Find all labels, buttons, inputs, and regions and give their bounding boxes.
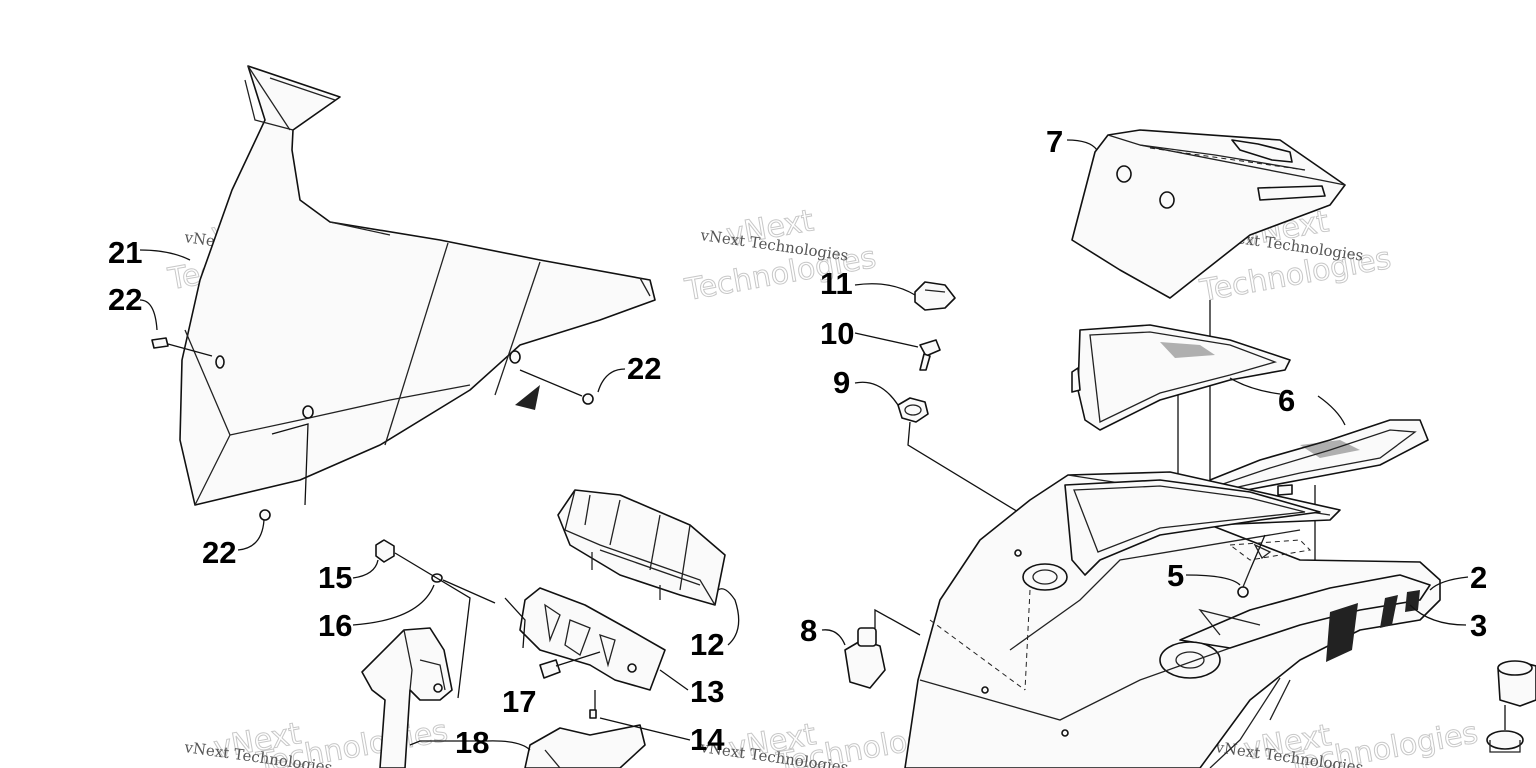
- lead-8: [821, 629, 846, 646]
- windshield-screw-right: [519, 369, 594, 405]
- vent-grille-icon: [1380, 595, 1398, 628]
- callout-12: 12: [690, 627, 724, 662]
- lead-22a: [139, 299, 158, 331]
- lead-22c: [237, 519, 265, 551]
- bolt-part-17: [539, 651, 601, 679]
- lead-22b: [597, 368, 626, 393]
- gauge-bracket-part-13: [519, 587, 666, 691]
- lead-10: [854, 332, 919, 348]
- gauge-cluster-part-12: [557, 489, 726, 606]
- callout-8: 8: [800, 613, 817, 648]
- lead-16: [352, 584, 435, 626]
- windshield-screw-left: [151, 337, 213, 357]
- ignition-nut-part-9: [897, 397, 929, 423]
- ignition-switch-part-8: [844, 627, 886, 689]
- lead-12: [717, 588, 740, 646]
- lead-2: [1429, 576, 1469, 591]
- pin-part-14: [589, 709, 597, 719]
- lead-3: [1409, 604, 1467, 626]
- lead-11: [854, 283, 916, 296]
- callout-2: 2: [1470, 560, 1487, 595]
- lead-7: [1066, 139, 1098, 151]
- callout-22-right: 22: [627, 351, 661, 386]
- lead-14: [599, 717, 691, 741]
- callout-22-bottom: 22: [202, 535, 236, 570]
- callout-17: 17: [502, 684, 536, 719]
- lead-21: [139, 249, 191, 261]
- callout-15: 15: [318, 560, 352, 595]
- ignition-cap-part-11: [914, 281, 956, 311]
- lead-9: [854, 381, 899, 406]
- vent-grille-icon: [1326, 603, 1358, 662]
- lead-5: [1185, 574, 1241, 586]
- mount-bracket-part-18: [361, 627, 453, 768]
- screw-part-5: [1237, 569, 1251, 598]
- callout-11: 11: [820, 266, 853, 301]
- fuel-cap-part: [1497, 660, 1536, 707]
- lens-part-6-right: [1209, 419, 1429, 496]
- bracket-lower-part: [524, 724, 646, 768]
- storage-cover-part-7: [1071, 129, 1346, 299]
- lens-part-6-left: [1071, 324, 1291, 431]
- callout-6: 6: [1278, 383, 1295, 418]
- cap-ring-part: [1486, 730, 1524, 753]
- lead-18a: [409, 740, 487, 746]
- vent-grille-icon: [1405, 590, 1420, 612]
- windshield-part-21: [179, 65, 656, 506]
- callout-10: 10: [820, 316, 854, 351]
- callout-7: 7: [1046, 124, 1063, 159]
- nut-part-15: [375, 539, 395, 563]
- callout-16: 16: [318, 608, 352, 643]
- callout-9: 9: [833, 365, 850, 400]
- callout-18: 18: [455, 725, 489, 760]
- callout-14: 14: [690, 722, 725, 757]
- lead-15: [352, 559, 379, 579]
- ignition-key-part-10: [919, 339, 941, 371]
- callout-3: 3: [1470, 608, 1487, 643]
- front-direction-arrow-icon: [515, 385, 540, 410]
- callout-13: 13: [690, 674, 724, 709]
- callout-22-left: 22: [108, 282, 142, 317]
- lens-texture-icon: [1160, 342, 1215, 358]
- callout-21: 21: [108, 235, 142, 270]
- callout-5: 5: [1167, 558, 1184, 593]
- lens-texture-icon: [1300, 440, 1360, 458]
- hood-console-part-1: [904, 471, 1441, 768]
- windshield-nut-bottom: [259, 423, 309, 521]
- lead-18b: [486, 740, 531, 751]
- lead-13: [659, 669, 689, 691]
